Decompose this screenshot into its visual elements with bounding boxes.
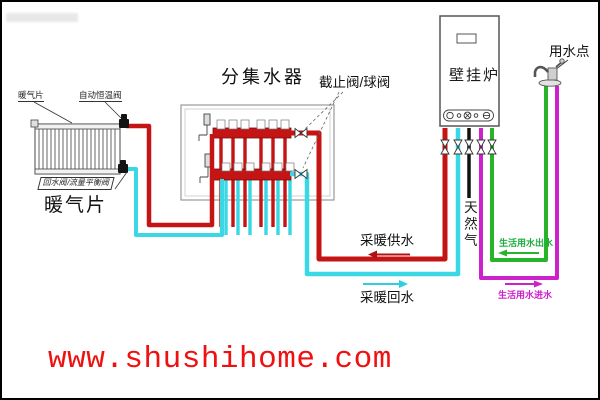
domestic-in-arrow	[505, 280, 543, 288]
supply-manifold-bar	[212, 119, 292, 139]
heating-return-label: 采暖回水	[360, 290, 414, 305]
radiator-supply-pipe	[126, 123, 215, 228]
domestic-water-in-label: 生活用水进水	[498, 290, 553, 300]
natural-gas-label: 天然气	[461, 200, 477, 250]
domestic-water-out-label: 生活用水出水	[499, 238, 554, 248]
wall-hung-boiler	[439, 15, 500, 127]
radiator-return-pipe	[126, 167, 224, 237]
faucet-icon	[533, 58, 565, 87]
return-manifold-bar	[212, 162, 295, 181]
auto-thermostat-valve-label: 自动恒温阀	[79, 90, 122, 103]
domestic-out-arrow	[498, 249, 539, 257]
boiler-control-panel	[443, 109, 494, 122]
stop-ball-valve-label: 截止阀/球阀	[319, 75, 391, 90]
domestic-out-pipe	[490, 86, 548, 262]
website-url: www.shushihome.com	[48, 342, 392, 377]
radiator-fins	[38, 129, 116, 169]
water-point-label: 用水点	[549, 44, 590, 59]
manifold-box-outer	[180, 104, 335, 201]
boiler-display	[456, 33, 477, 44]
heating-return-arrow	[363, 280, 408, 288]
radiator	[30, 119, 121, 175]
manifold-supply-drops	[219, 138, 287, 227]
manifold-return-drops	[224, 180, 292, 235]
stop-ball-valves	[294, 127, 497, 180]
heating-supply-arrow	[368, 250, 410, 259]
manifold-vent-valves	[198, 113, 213, 183]
flow-arrows	[363, 249, 543, 288]
boiler-title: 壁挂炉	[449, 67, 501, 84]
radiator-title: 暖气片	[44, 195, 108, 216]
radiator-small-label: 暖气片	[18, 90, 44, 103]
manifold-title: 分集水器	[221, 67, 305, 87]
return-balance-valve	[118, 160, 128, 173]
radiator-plug	[30, 119, 39, 128]
manifold-box-inner	[184, 108, 331, 197]
return-flow-balance-valve-label: 回水阀/流量平衡阀	[37, 177, 115, 190]
heating-supply-label: 采暖供水	[360, 233, 414, 248]
domestic-in-pipe	[479, 86, 559, 280]
faint-watermark	[6, 13, 78, 22]
auto-thermostat-valve	[119, 114, 129, 128]
heating-supply-pipe	[290, 128, 448, 262]
valve-label-leaders	[302, 91, 344, 169]
